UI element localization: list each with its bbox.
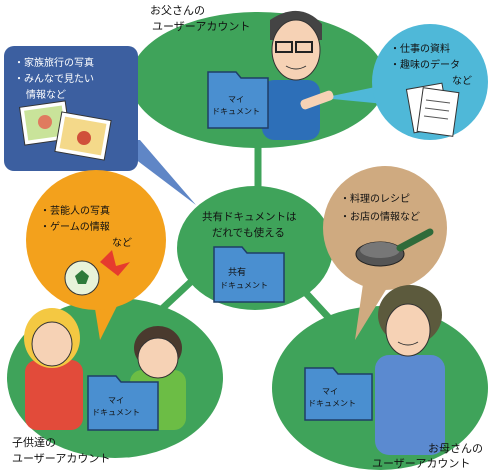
children-bubble-line2: ・ゲームの情報 [40, 220, 110, 233]
father-account-title-line2: ユーザーアカウント [152, 20, 250, 33]
children-bubble-line3: など [112, 237, 132, 249]
children-account-title-line2: ユーザーアカウント [12, 452, 110, 465]
family-bubble-line3: 情報など [26, 88, 66, 101]
father-folder-line1: マイ [228, 95, 244, 104]
mother-bubble-line2: ・お店の情報など [340, 210, 420, 223]
children-folder-line1: マイ [108, 396, 124, 405]
children-bubble-line1: ・芸能人の写真 [40, 204, 110, 217]
shared-folder-line2: ドキュメント [220, 281, 268, 290]
father-bubble-line1: ・仕事の資料 [390, 42, 450, 55]
children-interest-bubble [26, 170, 166, 340]
mother-folder-line2: ドキュメント [308, 399, 356, 408]
mother-bubble-line1: ・料理のレシピ [340, 192, 410, 205]
mother-recipe-bubble [323, 166, 447, 340]
father-folder-line2: ドキュメント [212, 107, 260, 116]
documents-icon [405, 82, 460, 137]
children-folder-line2: ドキュメント [92, 408, 140, 417]
mother-my-documents-folder: マイ ドキュメント [304, 367, 373, 421]
shared-title-line2: だれでも使える [212, 226, 285, 239]
shared-folder-line1: 共有 [228, 266, 246, 278]
mother-account-title-line1: お母さんの [428, 442, 483, 455]
family-photos-bubble [4, 46, 196, 205]
soccer-ball-icon [64, 250, 130, 296]
children-my-documents-folder: マイ ドキュメント [87, 375, 159, 431]
father-my-documents-folder: マイ ドキュメント [207, 71, 269, 129]
father-bubble-line2: ・趣味のデータ [390, 58, 460, 71]
mother-folder-line1: マイ [322, 387, 338, 396]
father-figure [262, 10, 334, 140]
shared-title-line1: 共有ドキュメントは [202, 210, 297, 223]
father-data-bubble [322, 24, 488, 140]
family-bubble-line2: ・みんなで見たい [14, 73, 94, 85]
children-account-title-line1: 子供達の [12, 435, 56, 449]
photos-icon [19, 100, 112, 161]
family-bubble-line1: ・家族旅行の写真 [14, 56, 94, 69]
father-account-title-line1: お父さんの [150, 4, 205, 17]
father-bubble-line3: など [452, 75, 472, 87]
frying-pan-icon [355, 228, 434, 267]
mother-figure [375, 285, 445, 455]
mother-account-title-line2: ユーザーアカウント [372, 457, 470, 470]
shared-documents-folder: 共有 ドキュメント [213, 246, 285, 303]
